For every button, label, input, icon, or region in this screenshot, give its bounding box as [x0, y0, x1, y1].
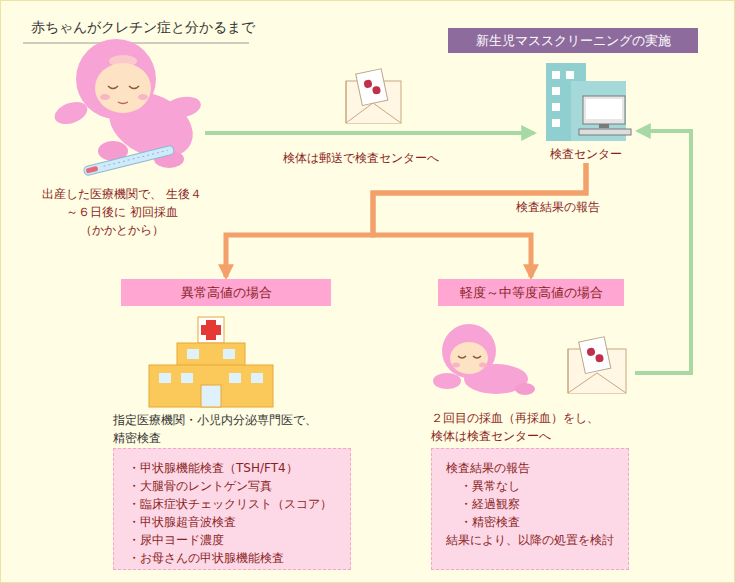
test-center-building	[552, 87, 560, 95]
hospital-building	[149, 317, 273, 407]
test-center-building	[566, 71, 574, 79]
hospital-building	[181, 373, 193, 383]
test-center-building	[546, 63, 631, 141]
hospital-building	[201, 325, 221, 335]
baby-figure	[164, 94, 203, 120]
node-text: 指定医療機関・小児内分泌専門医で、 精密検査	[113, 411, 353, 447]
baby-figure	[138, 94, 148, 100]
node-text: ・甲状腺機能検査（TSH/FT4）	[128, 459, 336, 477]
hospital-building	[223, 349, 235, 359]
envelope	[356, 69, 388, 106]
envelope	[586, 347, 595, 356]
node-text: ・異常なし	[446, 477, 614, 495]
baby-figure	[515, 383, 535, 395]
hospital-building	[159, 373, 171, 383]
envelope	[346, 81, 347, 123]
baby-figure	[118, 102, 128, 104]
hospital-building	[177, 343, 245, 367]
diagram-title: 赤ちゃんがクレチン症と分かるまで	[31, 17, 255, 38]
section-band: 新生児マススクリーニングの実施	[448, 28, 698, 53]
thermometer	[83, 145, 174, 176]
node-text: 結果により、以降の処置を検討	[446, 531, 614, 549]
node-text: ・経過観察	[446, 495, 614, 513]
test-center-building	[552, 71, 560, 79]
hospital-building	[201, 385, 221, 407]
node-text: ・臨床症状チェックリスト（スコア）	[128, 495, 336, 513]
node-text: ・尿中ヨード濃度	[128, 531, 336, 549]
node-text: ・精密検査	[446, 513, 614, 531]
envelope	[372, 85, 381, 94]
envelope	[356, 69, 388, 106]
baby-figure	[95, 63, 151, 113]
baby-figure	[76, 39, 156, 119]
node-text: ２回目の採血（再採血）をし、 検体は検査センターへ	[431, 409, 635, 445]
baby-figure	[458, 356, 466, 358]
baby-figure	[108, 86, 118, 89]
baby-figure	[433, 373, 461, 389]
node-text: 検査結果の報告	[446, 459, 614, 477]
test-center-building	[552, 119, 560, 127]
baby-figure	[473, 356, 481, 358]
caption-node: 指定医療機関・小児内分泌専門医で、 精密検査	[109, 313, 353, 451]
test-center-building	[579, 129, 631, 135]
envelope	[568, 373, 626, 393]
node-text: 新生児マススクリーニングの実施	[476, 31, 671, 51]
test-center-building	[583, 96, 625, 124]
hospital-building	[198, 317, 224, 343]
test-center-building	[552, 103, 560, 111]
envelope	[346, 69, 401, 123]
node-text: 軽度～中等度高値の場合	[460, 283, 603, 303]
thermometer	[104, 150, 168, 166]
thermometer	[86, 166, 99, 174]
test-center-building	[599, 124, 609, 128]
envelope	[579, 337, 611, 374]
node-text: ・お母さんの甲状腺機能検査	[128, 549, 336, 567]
node-text: ・甲状腺超音波検査	[128, 513, 336, 531]
hospital-building	[229, 373, 241, 383]
envelope	[363, 79, 372, 88]
node-text: 異常高値の場合	[181, 283, 272, 303]
test-center-building	[586, 99, 622, 119]
envelope	[579, 337, 611, 374]
envelope	[568, 349, 569, 393]
caption-node: ２回目の採血（再採血）をし、 検体は検査センターへ	[421, 319, 635, 449]
node-text: 出産した医療機関で、 生後４～６日後に 初回採血（かかとから）	[39, 185, 205, 239]
baby-figure	[450, 342, 488, 374]
hospital-building	[149, 365, 273, 407]
hospital-building	[251, 373, 263, 383]
baby-figure	[442, 324, 496, 378]
flow-arrow	[373, 163, 586, 277]
node-text: ・大腿骨のレントゲン写真	[128, 477, 336, 495]
envelope	[595, 353, 604, 362]
thermometer	[83, 145, 174, 176]
baby-figure	[109, 55, 137, 67]
list-box: ・甲状腺機能検査（TSH/FT4）・大腿骨のレントゲン写真・臨床症状チェックリス…	[113, 448, 351, 570]
baby-figure	[129, 86, 139, 89]
center-node: 検査センター	[536, 59, 636, 163]
edge-label: 検査結果の報告	[513, 199, 603, 216]
baby-figure	[100, 94, 110, 100]
flow-arrow	[635, 131, 691, 373]
caption-node: 出産した医療機関で、 生後４～６日後に 初回採血（かかとから）	[39, 41, 205, 243]
hospital-building	[187, 349, 199, 359]
title-underline	[23, 43, 249, 44]
flow-arrow	[226, 163, 586, 277]
envelope	[346, 103, 401, 123]
flow-arrow	[205, 131, 534, 135]
baby-figure	[479, 363, 487, 368]
edge-label: 検体は郵送で検査センターへ	[280, 150, 442, 167]
list-box: 検査結果の報告・異常なし・経過観察・精密検査結果により、以降の処置を検討	[431, 448, 629, 570]
node-text: 検査センター	[536, 145, 636, 163]
case-band: 異常高値の場合	[121, 279, 331, 306]
baby-figure	[52, 39, 204, 171]
envelope	[568, 337, 626, 393]
baby-figure	[452, 363, 460, 368]
case-band: 軽度～中等度高値の場合	[438, 279, 624, 306]
baby-figure	[433, 324, 535, 395]
